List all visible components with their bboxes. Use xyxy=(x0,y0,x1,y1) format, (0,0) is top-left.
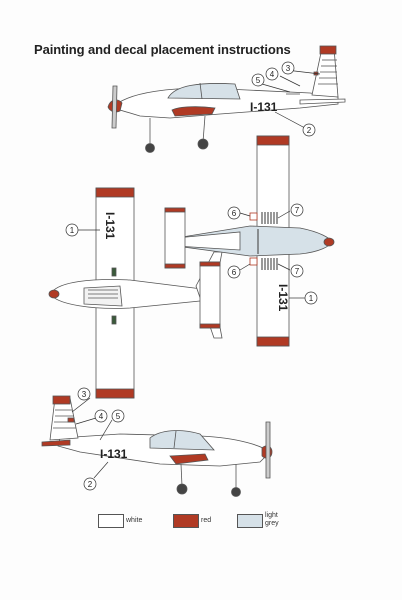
nose-spinner-under xyxy=(323,237,335,247)
page-title: Painting and decal placement instruction… xyxy=(34,42,291,57)
svg-text:2: 2 xyxy=(88,480,93,489)
callout-3-top xyxy=(281,61,295,75)
svg-text:7: 7 xyxy=(295,267,300,276)
legend-swatch-red xyxy=(173,514,199,528)
legend-swatch-white xyxy=(98,514,124,528)
side-view-top xyxy=(107,45,346,153)
side-view-bottom xyxy=(41,395,273,497)
svg-text:1: 1 xyxy=(309,294,314,303)
callout-6-top xyxy=(227,206,241,220)
callout-4-bottom xyxy=(94,409,108,423)
svg-text:5: 5 xyxy=(256,76,261,85)
svg-text:4: 4 xyxy=(270,70,275,79)
callout-3-bottom xyxy=(77,387,91,401)
registration-side-bottom: I-131 xyxy=(100,447,128,461)
registration-wing-left: I-131 xyxy=(103,212,117,240)
callout-2-top xyxy=(302,123,316,137)
registration-wing-right: I-131 xyxy=(276,284,290,312)
callout-1-left xyxy=(65,223,79,237)
svg-text:1: 1 xyxy=(70,226,75,235)
tail-red-band xyxy=(319,45,337,55)
svg-text:6: 6 xyxy=(232,209,237,218)
svg-text:7: 7 xyxy=(295,206,300,215)
callout-6-bottom xyxy=(227,265,241,279)
callout-2-bottom xyxy=(83,477,97,491)
plan-view-right xyxy=(164,135,335,347)
fuselage-plan xyxy=(51,279,215,309)
callout-5-bottom xyxy=(111,409,125,423)
canopy xyxy=(167,83,241,100)
legend-label-red: red xyxy=(201,517,212,524)
callout-1-right xyxy=(304,291,318,305)
svg-text:5: 5 xyxy=(116,412,121,421)
svg-text:2: 2 xyxy=(307,126,312,135)
nose-spinner-plan xyxy=(48,289,60,299)
wing-tip-red-bottom xyxy=(95,388,135,399)
wing-tip-red-top-under xyxy=(256,135,290,146)
callout-4-top xyxy=(265,67,279,81)
stabilizer-under xyxy=(164,207,186,269)
callout-7-bottom xyxy=(290,264,304,278)
wing-red-stripe xyxy=(171,106,216,117)
registration-side-top: I-131 xyxy=(250,100,278,114)
svg-text:4: 4 xyxy=(99,412,104,421)
plan-view-left xyxy=(48,187,223,399)
tail-piece xyxy=(199,261,221,329)
legend-swatch-light-grey xyxy=(237,514,263,528)
wing-tip-red-bottom-under xyxy=(256,336,290,347)
wing-tip-red-top xyxy=(95,187,135,198)
legend-label-white: white xyxy=(126,517,143,524)
svg-text:6: 6 xyxy=(232,268,237,277)
canopy-bottom xyxy=(149,430,215,451)
callout-7-top xyxy=(290,203,304,217)
callout-5-top xyxy=(251,73,265,87)
svg-text:3: 3 xyxy=(82,390,87,399)
legend-label-light-grey: light grey xyxy=(265,512,279,527)
callouts xyxy=(65,61,321,491)
svg-text:3: 3 xyxy=(286,64,291,73)
